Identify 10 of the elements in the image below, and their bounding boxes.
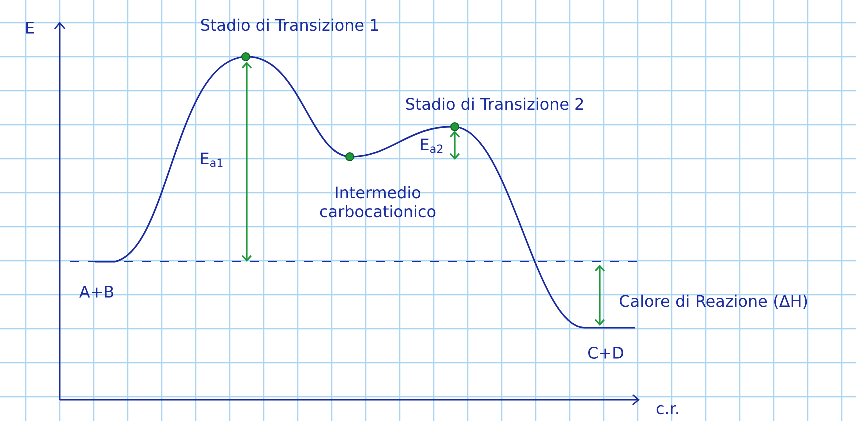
axis-label: E [26, 22, 34, 34]
state-label: C+D [588, 346, 624, 360]
axis-label: c.r. [656, 405, 678, 415]
state-label: Stadio di Transizione 1 [201, 18, 378, 32]
energy-label: E$_{a2}$ [421, 138, 443, 154]
energy-label: E$_{a1}$ [201, 152, 223, 168]
state-label: A+B [80, 286, 114, 298]
state-label: Intermedio carbocationico [320, 186, 436, 218]
state-label: Stadio di Transizione 2 [406, 98, 584, 110]
note-label: Calore di Reazione (ΔH) [620, 294, 808, 310]
